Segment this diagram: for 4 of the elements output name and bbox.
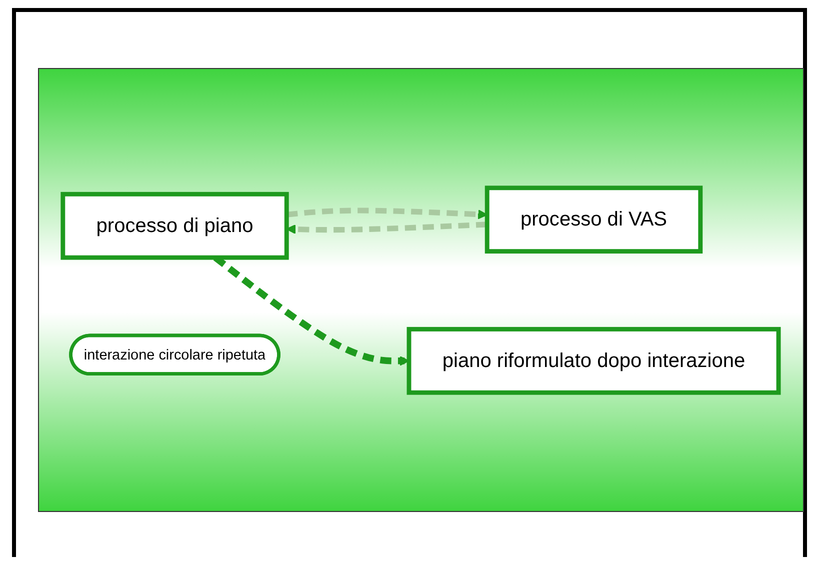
node-label: processo di VAS (520, 206, 668, 232)
node-label: piano riformulato dopo interazione (442, 348, 746, 374)
node-label: interazione circolare ripetuta (84, 344, 266, 364)
node-label: processo di piano (96, 212, 254, 238)
